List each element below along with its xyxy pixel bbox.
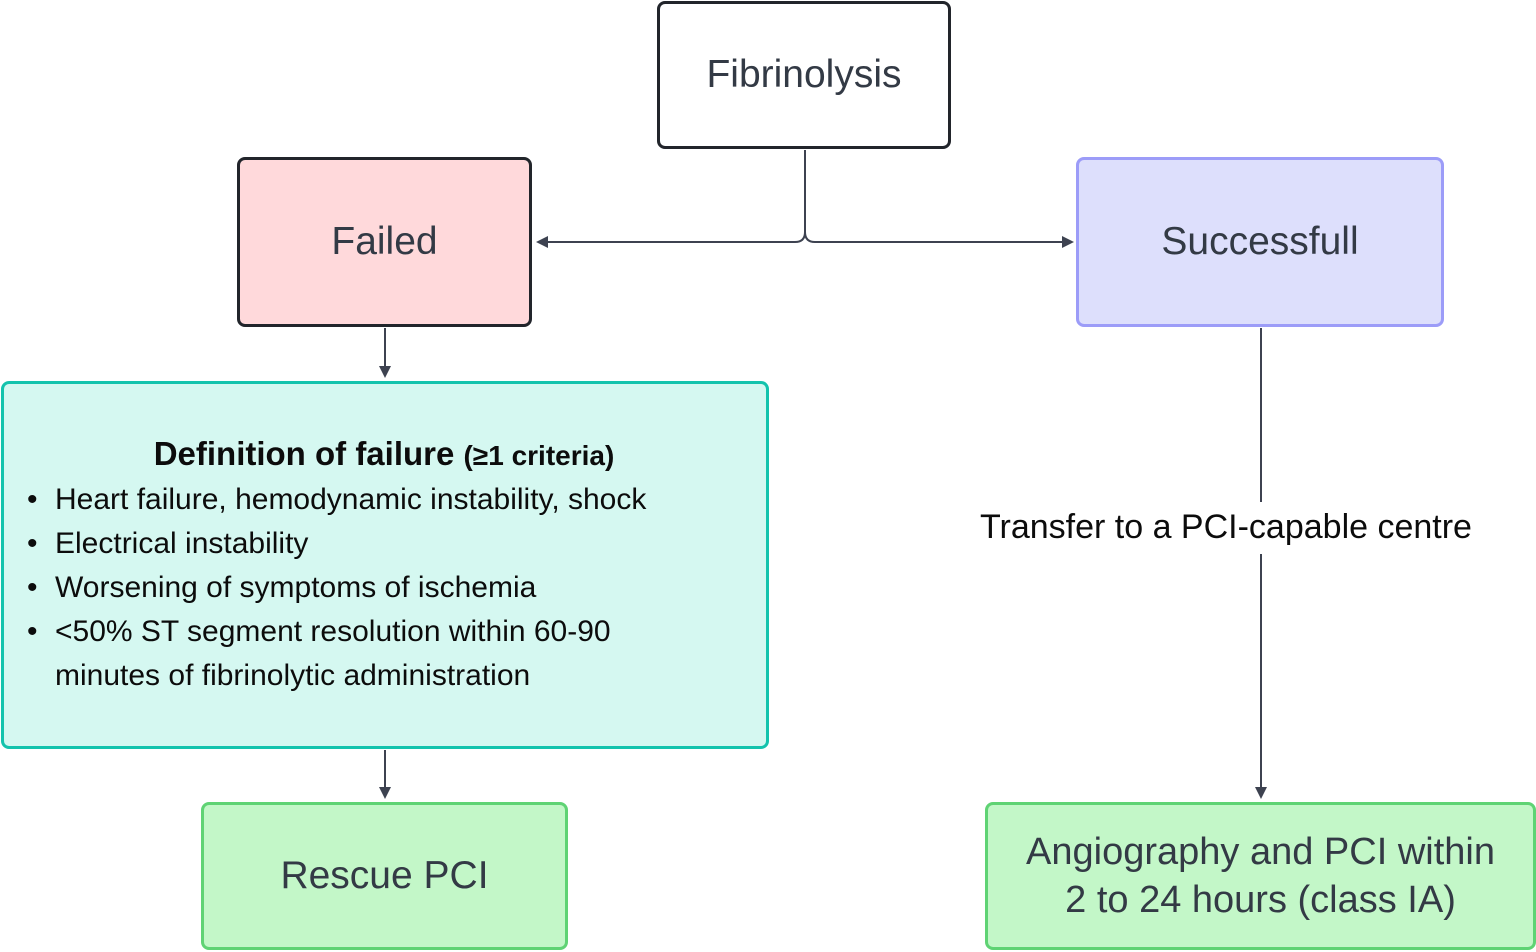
criteria-item-text: Heart failure, hemodynamic instability, … xyxy=(55,483,647,516)
failed-node: Failed xyxy=(237,157,532,327)
criteria-title-main: Definition of failure xyxy=(153,435,455,472)
fibrinolysis-label: Fibrinolysis xyxy=(706,53,902,96)
connector-fibrinolysis-to-successful xyxy=(804,150,1074,248)
failure-criteria-title: Definition of failure (≥1 criteria) xyxy=(24,432,754,478)
criteria-item-text: Worsening of symptoms of ischemia xyxy=(55,571,537,604)
bullet-icon: • xyxy=(27,615,38,648)
angiography-line-1: Angiography and PCI within xyxy=(1026,831,1495,873)
criteria-item: • Worsening of symptoms of ischemia xyxy=(24,566,754,610)
transfer-edge-label: Transfer to a PCI-capable centre xyxy=(980,502,1536,554)
connector-fibrinolysis-to-failed xyxy=(536,150,806,248)
angiography-line-2: 2 to 24 hours (class IA) xyxy=(1065,879,1456,921)
failure-criteria-list: • Heart failure, hemodynamic instability,… xyxy=(24,478,754,698)
criteria-item: • <50% ST segment resolution within 60-90… xyxy=(24,610,754,698)
fibrinolysis-node: Fibrinolysis xyxy=(657,1,951,149)
successful-label: Successfull xyxy=(1161,220,1359,263)
bullet-icon: • xyxy=(27,527,38,560)
criteria-item: • Heart failure, hemodynamic instability,… xyxy=(24,478,754,522)
criteria-item: • Electrical instability xyxy=(24,522,754,566)
successful-node: Successfull xyxy=(1076,157,1444,327)
criteria-title-paren: (≥1 criteria) xyxy=(463,440,615,471)
failure-criteria-content: Definition of failure (≥1 criteria) • Hea… xyxy=(24,432,754,698)
bullet-icon: • xyxy=(27,571,38,604)
bullet-icon: • xyxy=(27,483,38,516)
rescue-pci-node: Rescue PCI xyxy=(201,802,568,950)
rescue-pci-label: Rescue PCI xyxy=(280,854,489,897)
failure-criteria-node: Definition of failure (≥1 criteria) • Hea… xyxy=(1,381,769,749)
angiography-pci-node: Angiography and PCI within 2 to 24 hours… xyxy=(985,802,1536,950)
criteria-item-text: <50% ST segment resolution within 60-90 … xyxy=(55,615,611,692)
criteria-item-text: Electrical instability xyxy=(55,527,309,560)
angiography-pci-label: Angiography and PCI within 2 to 24 hours… xyxy=(1026,828,1495,924)
failed-label: Failed xyxy=(331,220,438,263)
